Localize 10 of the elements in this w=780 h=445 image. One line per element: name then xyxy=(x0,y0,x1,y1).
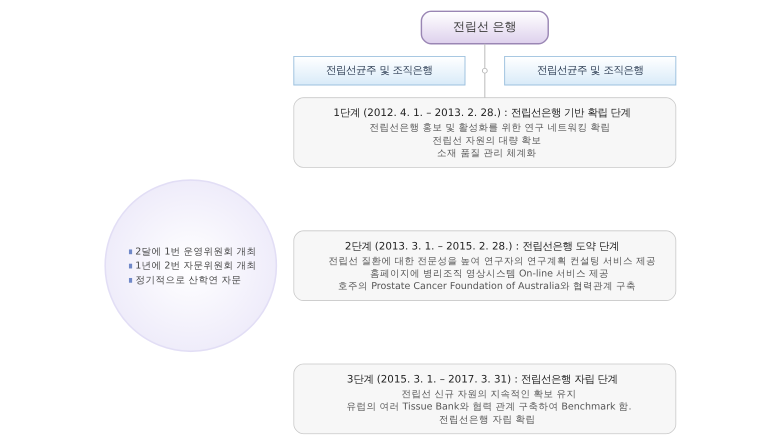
node-circle: 2달에 1번 운영위원회 개최 1년에 2번 자문위원회 개최 정기적으로 산학연 자문 xyxy=(104,179,277,352)
node-box: 전립선균주 및 조직은행 xyxy=(292,56,465,86)
node-box: 2단계 (2013. 3. 1. – 2015. 2. 28.) : 전립선은행 도약 단계 전립선 질환에 대한 전문성을 높여 연구자의 연구계획 컨설팅 서비스 제공 홈페이지에 병리조직 영상시스템 On-line 서비스 제공 호주의 Prostate Cancer Foundation of Australia와 협력관계 구축 xyxy=(292,230,676,301)
connector xyxy=(484,73,485,98)
node-circle xyxy=(482,68,488,74)
node-box: 전립선균주 및 조직은행 xyxy=(504,56,676,86)
node-box: 1단계 (2012. 4. 1. – 2013. 2. 28.) : 전립선은행 기반 확립 단계 전립선은행 홍보 및 활성화를 위한 연구 네트워킹 확립 전립선 자원의 대량 확보 소재 품질 관리 체계화 xyxy=(292,97,676,168)
node-box: 3단계 (2015. 3. 1. – 2017. 3. 31) : 전립선은행 자립 단계 전립선 신규 자원의 지속적인 확보 유지 유럽의 여러 Tissue Bank와 협력 관계 구축하여 Benchmark 함. 전립선은행 자립 확립 xyxy=(292,364,676,434)
node-box: 전립선 은행 xyxy=(420,10,548,44)
connector xyxy=(484,44,485,68)
